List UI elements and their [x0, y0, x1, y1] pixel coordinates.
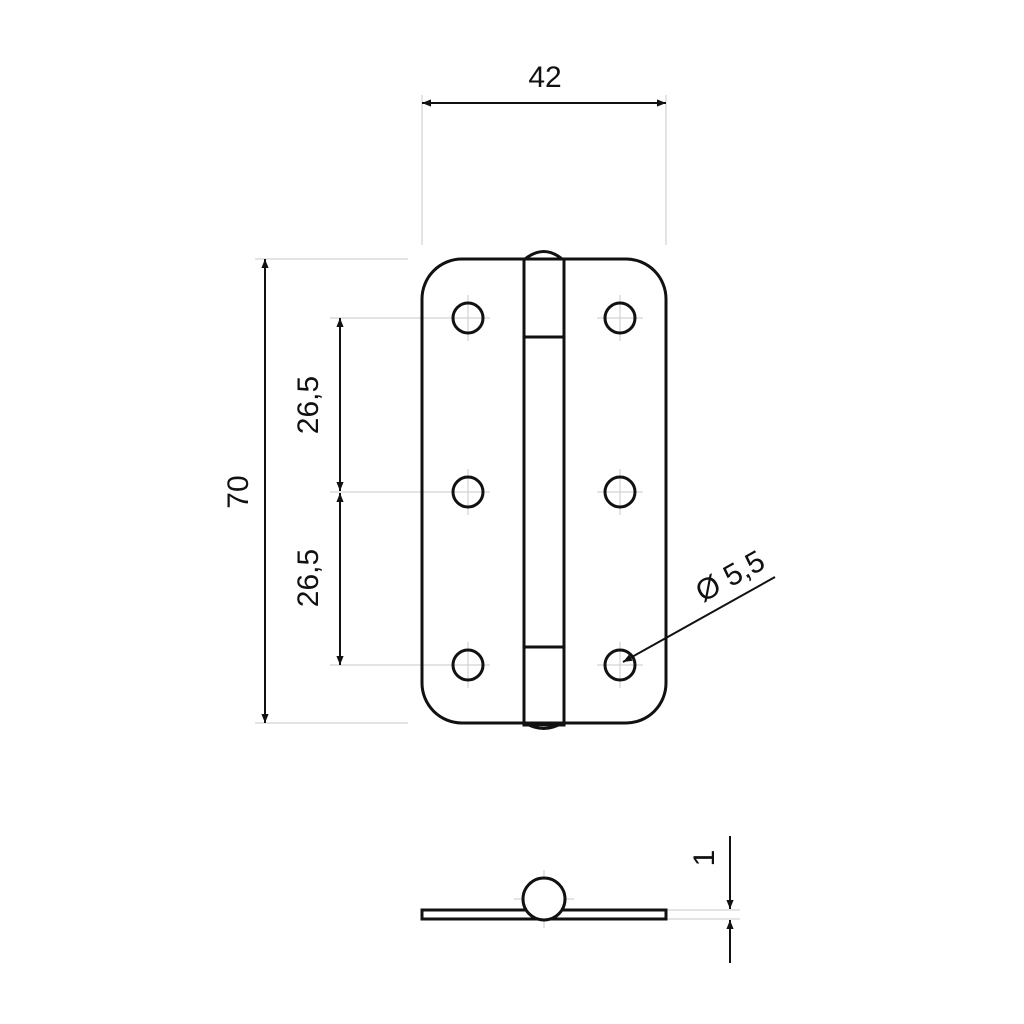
dimension-thickness: 1: [688, 836, 734, 963]
hinge-plate: [420, 257, 668, 725]
dimension-height: 70: [222, 259, 269, 723]
screw-hole: [451, 648, 485, 682]
hinge-front-view: [420, 250, 668, 730]
dimension-hole-spacing: 26,5 26,5: [292, 318, 344, 665]
dimension-width-label: 42: [528, 61, 561, 94]
hole-spacing-bottom-label: 26,5: [292, 549, 325, 607]
knuckle-bottom-cap: [524, 721, 563, 730]
screw-hole: [451, 475, 485, 509]
dimension-height-label: 70: [222, 475, 255, 508]
dimension-hole-diameter: Ø 5,5: [622, 544, 776, 663]
screw-hole: [603, 301, 637, 335]
hole-diameter-label: Ø 5,5: [690, 544, 770, 608]
screw-hole: [603, 475, 637, 509]
hinge-side-view: [420, 876, 668, 922]
thickness-label: 1: [688, 850, 721, 867]
dimension-width: 42: [422, 61, 666, 107]
knuckle-section: [521, 876, 567, 922]
hole-spacing-top-label: 26,5: [292, 376, 325, 434]
screw-hole: [451, 301, 485, 335]
screw-hole: [603, 648, 637, 682]
hinge-knuckle: [522, 257, 566, 727]
knuckle-cap: [524, 250, 563, 261]
